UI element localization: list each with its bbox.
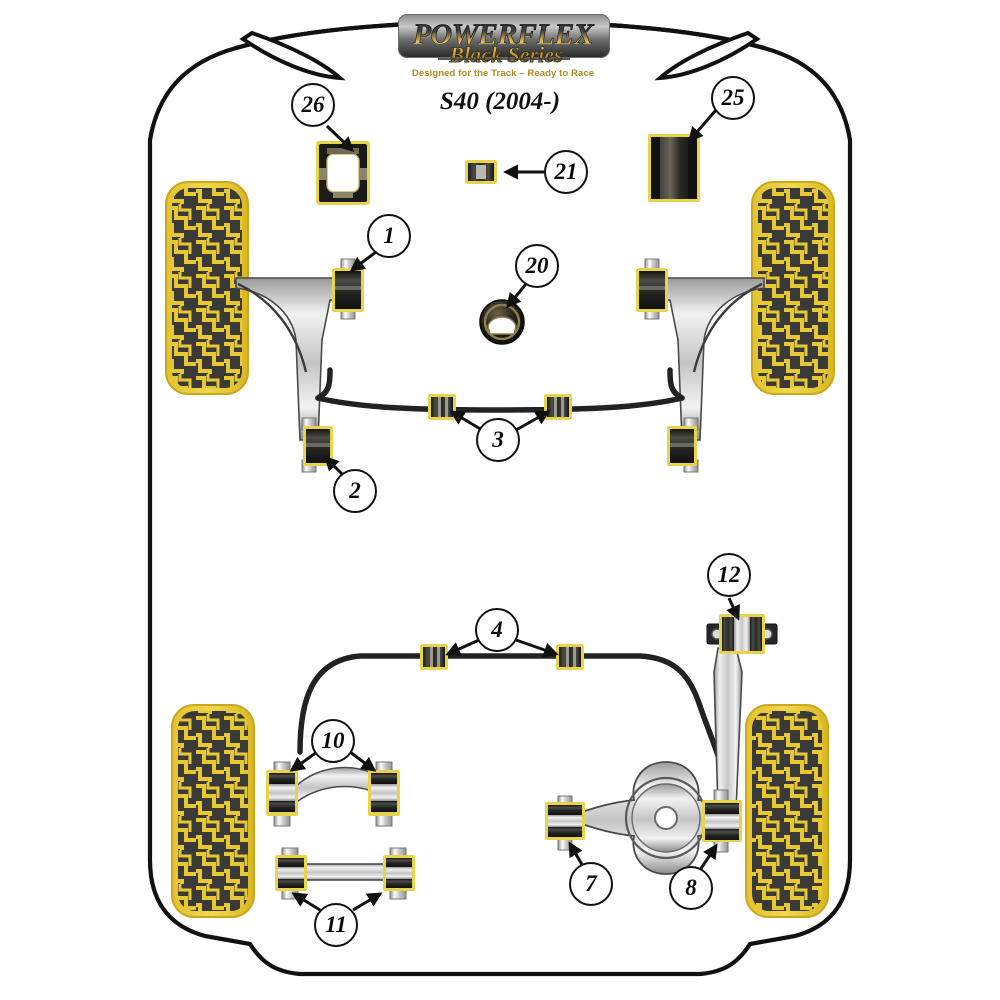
- bush-1-front-left-wishbone-front: [332, 258, 364, 320]
- callout-4[interactable]: 4: [475, 608, 519, 652]
- bush-10-curved-link-left: [266, 761, 298, 827]
- bush-11-straight-link-left: [275, 847, 307, 900]
- logo-plate: [398, 14, 610, 58]
- bush-11-straight-link-right: [383, 847, 415, 900]
- callout-25[interactable]: 25: [711, 76, 755, 120]
- callout-2[interactable]: 2: [333, 469, 377, 513]
- bush-4-rear-arb-right: [556, 644, 584, 670]
- powerflex-logo: POWERFLEX Black Series Designed for the …: [398, 13, 610, 84]
- callout-leader-lines: [289, 109, 740, 912]
- rear-trailing-arm: [713, 647, 743, 811]
- callout-21[interactable]: 21: [544, 150, 588, 194]
- bush-8-rear-lower-arm-outer: [702, 789, 742, 853]
- brand-tagline: Designed for the Track – Ready to Race: [411, 68, 595, 79]
- callout-12[interactable]: 12: [707, 553, 751, 597]
- front-anti-roll-bar: [315, 367, 685, 413]
- bush-25-large-cylindrical: [648, 134, 700, 202]
- callout-20[interactable]: 20: [515, 244, 559, 288]
- bush-26-rectangular-frame-mount: [316, 141, 370, 205]
- callout-7[interactable]: 7: [569, 862, 613, 906]
- bush-21-small-barrel: [465, 160, 497, 184]
- logo-strike-decor: [438, 58, 570, 60]
- rear-lower-arm: [563, 761, 730, 875]
- bush-10-curved-link-right: [368, 761, 400, 827]
- bush-3-front-arb-left: [428, 394, 456, 420]
- callout-1[interactable]: 1: [367, 214, 411, 258]
- rear-left-wheel: [171, 704, 255, 918]
- bush-12-trailing-arm: [706, 614, 778, 654]
- bush-3-front-arb-right: [544, 394, 572, 420]
- bush-2-front-left-wishbone-rear: [301, 417, 333, 473]
- rear-right-wheel: [745, 704, 829, 918]
- bush-front-right-wishbone-front: [636, 258, 668, 320]
- front-right-wheel: [751, 181, 835, 395]
- rear-anti-roll-bar: [297, 653, 725, 771]
- callout-11[interactable]: 11: [314, 903, 358, 947]
- callout-10[interactable]: 10: [311, 719, 355, 763]
- brand-series: Black Series: [416, 42, 596, 68]
- right-mirror-icon: [654, 30, 761, 81]
- front-left-wheel: [165, 181, 249, 395]
- callout-3[interactable]: 3: [476, 418, 520, 462]
- left-mirror-icon: [239, 30, 346, 81]
- bush-4-rear-arb-left: [420, 644, 448, 670]
- bush-front-right-wishbone-rear: [667, 417, 699, 473]
- callout-8[interactable]: 8: [669, 866, 713, 910]
- bush-20-round-engine-mount: [479, 299, 525, 345]
- bush-7-rear-lower-arm-inner: [545, 795, 585, 851]
- page-title: S40 (2004-): [439, 88, 561, 115]
- brand-name: POWERFLEX: [398, 13, 608, 57]
- callout-26[interactable]: 26: [291, 83, 335, 127]
